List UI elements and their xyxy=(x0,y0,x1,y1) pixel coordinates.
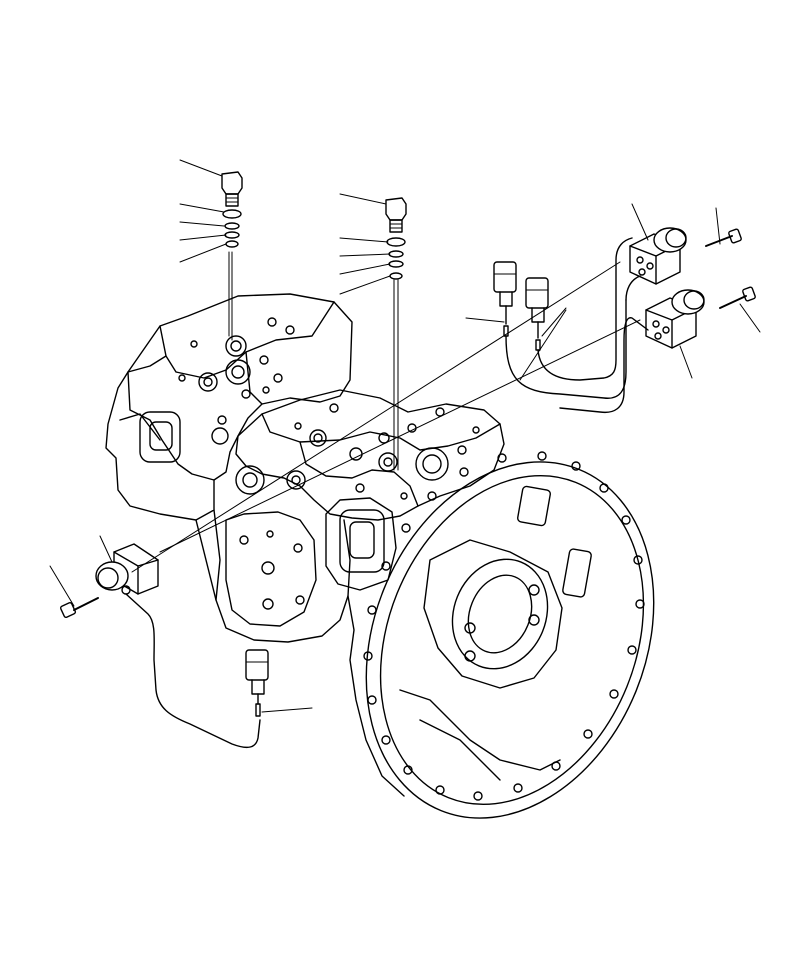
wire-connector-right xyxy=(525,237,633,381)
alignment-lines xyxy=(131,261,641,573)
wire-connector-sensor xyxy=(125,593,269,749)
leader-lines xyxy=(49,159,761,713)
plug-bolt-left xyxy=(221,171,243,341)
main-pump-assembly xyxy=(105,293,505,797)
plug-bolt-right xyxy=(385,197,407,471)
solenoid-wire xyxy=(559,317,649,414)
sensor-mounting-bolt xyxy=(59,597,99,619)
pressure-sensor xyxy=(95,543,159,595)
pump-flange xyxy=(363,451,655,819)
solenoid-valve-upper xyxy=(629,227,742,285)
solenoid-valve-lower xyxy=(645,286,756,349)
